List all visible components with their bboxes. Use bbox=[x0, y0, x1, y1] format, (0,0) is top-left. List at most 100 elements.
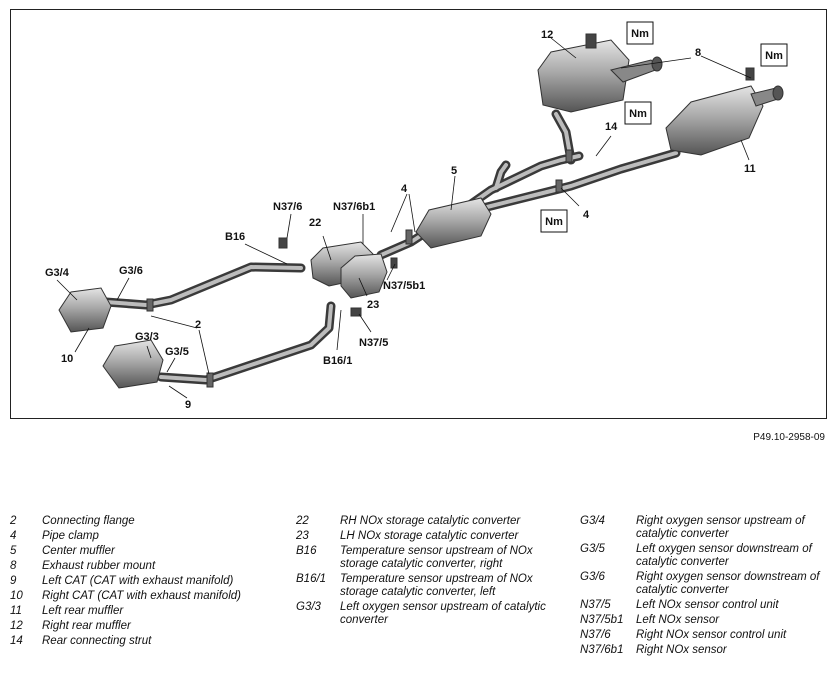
pipe-clamps bbox=[146, 149, 573, 388]
callout-4-b: 4 bbox=[583, 209, 590, 221]
legend-item: N37/6b1 Right NOx sensor bbox=[580, 644, 830, 657]
callout-5: 5 bbox=[451, 165, 457, 177]
legend-code: 9 bbox=[10, 575, 17, 587]
legend-code: N37/6 bbox=[580, 629, 611, 641]
callout-g3-4: G3/4 bbox=[45, 267, 70, 279]
callout-n37-5: N37/5 bbox=[359, 337, 388, 349]
exhaust-system-diagram: Nm Nm Nm Nm 12 8 14 11 5 4 4 N37/6 bbox=[45, 21, 788, 411]
legend-code: 5 bbox=[10, 545, 17, 557]
callout-14: 14 bbox=[605, 121, 618, 133]
legend-item: G3/3 Left oxygen sensor upstream of catal… bbox=[296, 601, 556, 627]
callout-n37-5b1: N37/5b1 bbox=[383, 280, 425, 292]
legend-item: 2 Connecting flange bbox=[10, 515, 290, 528]
legend-description: RH NOx storage catalytic converter bbox=[340, 515, 521, 527]
exhaust-manifold-left-shape bbox=[102, 339, 164, 389]
legend-description: Left CAT (CAT with exhaust manifold) bbox=[42, 575, 234, 587]
callout-b16-1: B16/1 bbox=[323, 355, 352, 367]
legend-code: G3/4 bbox=[580, 515, 605, 527]
legend-code: 8 bbox=[10, 560, 17, 572]
torque-marker: Nm bbox=[760, 43, 788, 67]
legend-code: 23 bbox=[296, 530, 309, 542]
legend-description: Exhaust rubber mount bbox=[42, 560, 156, 572]
legend-description: Center muffler bbox=[42, 545, 115, 557]
legend-item: 23 LH NOx storage catalytic converter bbox=[296, 530, 556, 543]
right-rear-muffler-shape bbox=[537, 39, 663, 113]
legend-code: 22 bbox=[296, 515, 309, 527]
legend-code: 12 bbox=[10, 620, 23, 632]
legend-code: G3/6 bbox=[580, 571, 605, 583]
legend-code: 11 bbox=[10, 605, 22, 617]
legend-description: Left NOx sensor bbox=[636, 614, 720, 626]
torque-marker: Nm bbox=[624, 101, 652, 125]
legend-description: Right CAT (CAT with exhaust manifold) bbox=[42, 590, 241, 602]
svg-text:Nm: Nm bbox=[629, 108, 647, 120]
legend-description: Temperature sensor upstream of NOx stora… bbox=[340, 545, 533, 570]
legend-item: 8 Exhaust rubber mount bbox=[10, 560, 290, 573]
leader-lines bbox=[56, 37, 752, 399]
legend-code: N37/5b1 bbox=[580, 614, 624, 626]
legend-item: 10 Right CAT (CAT with exhaust manifold) bbox=[10, 590, 290, 603]
left-rear-muffler-shape bbox=[665, 85, 784, 156]
legend-description: Connecting flange bbox=[42, 515, 135, 527]
callout-11: 11 bbox=[744, 163, 756, 175]
legend-item: G3/4 Right oxygen sensor upstream of cata… bbox=[580, 515, 830, 541]
callout-23: 23 bbox=[367, 299, 379, 311]
legend-description: Temperature sensor upstream of NOx stora… bbox=[340, 573, 533, 598]
legend-item: N37/5 Left NOx sensor control unit bbox=[580, 599, 830, 612]
legend-code: 10 bbox=[10, 590, 23, 602]
sensor-blocks bbox=[278, 33, 755, 317]
callout-g3-5: G3/5 bbox=[165, 346, 189, 358]
callout-n37-6: N37/6 bbox=[273, 201, 302, 213]
legend-description: Right NOx sensor control unit bbox=[636, 629, 787, 641]
legend-item: 14 Rear connecting strut bbox=[10, 635, 290, 648]
legend-item: 12 Right rear muffler bbox=[10, 620, 290, 633]
legend-description: Left oxygen sensor upstream of catalytic… bbox=[340, 601, 546, 626]
legend-item: G3/6 Right oxygen sensor downstream of ca… bbox=[580, 571, 830, 597]
callout-b16: B16 bbox=[225, 231, 245, 243]
legend-item: N37/5b1 Left NOx sensor bbox=[580, 614, 830, 627]
legend-item: 4 Pipe clamp bbox=[10, 530, 290, 543]
legend-description: Left rear muffler bbox=[42, 605, 124, 617]
legend-code: N37/6b1 bbox=[580, 644, 624, 656]
legend-description: Pipe clamp bbox=[42, 530, 99, 542]
legend-code: N37/5 bbox=[580, 599, 611, 611]
legend-code: 2 bbox=[10, 515, 17, 527]
legend-code: 4 bbox=[10, 530, 17, 542]
legend-item: 5 Center muffler bbox=[10, 545, 290, 558]
legend-code: G3/3 bbox=[296, 601, 321, 613]
legend-column-2: 22 RH NOx storage catalytic converter 23 LH… bbox=[296, 515, 556, 629]
legend-item: 22 RH NOx storage catalytic converter bbox=[296, 515, 556, 528]
legend-description: Left NOx sensor control unit bbox=[636, 599, 779, 611]
torque-marker: Nm bbox=[626, 21, 654, 45]
legend-description: Right rear muffler bbox=[42, 620, 131, 632]
legend-item: N37/6 Right NOx sensor control unit bbox=[580, 629, 830, 642]
callout-n37-6b1: N37/6b1 bbox=[333, 201, 375, 213]
svg-text:Nm: Nm bbox=[545, 216, 563, 228]
callout-labels: 12 8 14 11 5 4 4 N37/6 N37/6b1 22 B16 G3… bbox=[45, 29, 756, 411]
legend-description: Rear connecting strut bbox=[42, 635, 152, 647]
callout-22: 22 bbox=[309, 217, 321, 229]
callout-8: 8 bbox=[695, 47, 701, 59]
callout-g3-6: G3/6 bbox=[119, 265, 143, 277]
torque-markers: Nm Nm Nm Nm bbox=[540, 21, 788, 233]
legend-description: Left oxygen sensor downstream of catalyt… bbox=[636, 543, 812, 568]
exhaust-manifold-right-shape bbox=[58, 287, 112, 333]
legend-description: LH NOx storage catalytic converter bbox=[340, 530, 519, 542]
torque-marker: Nm bbox=[540, 209, 568, 233]
legend-item: 9 Left CAT (CAT with exhaust manifold) bbox=[10, 575, 290, 588]
legend-description: Right NOx sensor bbox=[636, 644, 727, 656]
callout-12: 12 bbox=[541, 29, 553, 41]
diagram-frame: Nm Nm Nm Nm 12 8 14 11 5 4 4 N37/6 bbox=[10, 9, 827, 419]
legend-column-3: G3/4 Right oxygen sensor upstream of cata… bbox=[580, 515, 830, 659]
legend-code: B16 bbox=[296, 545, 317, 557]
svg-text:Nm: Nm bbox=[765, 50, 783, 62]
legend-description: Right oxygen sensor downstream of cataly… bbox=[636, 571, 820, 596]
svg-text:Nm: Nm bbox=[631, 28, 649, 40]
nox-converters-shape bbox=[310, 241, 388, 299]
legend-description: Right oxygen sensor upstream of catalyti… bbox=[636, 515, 805, 540]
callout-g3-3: G3/3 bbox=[135, 331, 159, 343]
legend-code: 14 bbox=[10, 635, 23, 647]
callout-9: 9 bbox=[185, 399, 191, 411]
